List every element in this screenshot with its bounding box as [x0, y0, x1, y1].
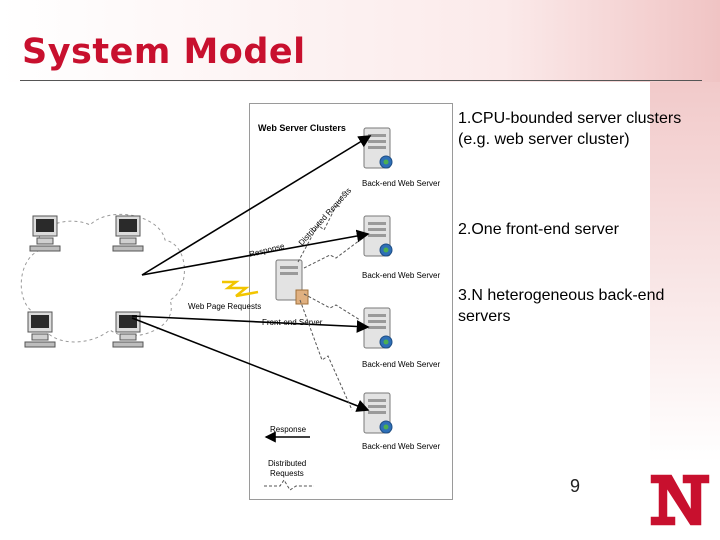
backend-server-icon — [363, 215, 393, 257]
legend-response-label: Response — [270, 425, 307, 434]
backend-label: Back-end Web Server — [362, 360, 440, 369]
backend-server-icon — [363, 307, 393, 349]
slide-title: System Model — [22, 32, 306, 72]
bullet-item: 3.N heterogeneous back-end servers — [458, 287, 665, 325]
response-arrow — [131, 315, 370, 333]
page-number: 9 — [570, 476, 581, 496]
backend-server-icon — [363, 392, 393, 434]
response-arrow — [141, 135, 372, 276]
title-underline — [20, 80, 702, 81]
title-bar — [0, 0, 720, 82]
distributed-request-line — [297, 189, 345, 263]
client-pc-icon — [112, 311, 144, 348]
frontend-server-icon — [275, 259, 309, 305]
legend-distributed-line — [264, 479, 314, 491]
response-label: Response — [248, 241, 286, 259]
backend-label: Back-end Web Server — [362, 179, 440, 188]
university-logo-icon — [649, 473, 711, 527]
client-pc-icon — [112, 215, 144, 252]
backend-label: Back-end Web Server — [362, 442, 440, 451]
diagram-frame — [249, 103, 453, 500]
backend-label: Back-end Web Server — [362, 271, 440, 280]
web-page-requests-label: Web Page Requests — [188, 302, 261, 311]
bullet-item: 2.One front-end server — [458, 221, 619, 238]
lightning-bolt — [222, 280, 259, 298]
distributed-request-line — [303, 239, 361, 269]
backend-server-icon — [363, 127, 393, 169]
response-arrow — [141, 229, 370, 276]
response-arrow — [131, 317, 370, 412]
bullet-item: 1.CPU-bounded server clusters (e.g. web … — [458, 110, 682, 148]
distributed-request-line — [299, 299, 353, 411]
client-pc-icon — [29, 215, 61, 252]
cluster-label: Web Server Clusters — [258, 123, 346, 133]
frontend-label: Front-end Server — [262, 318, 323, 327]
distributed-request-line — [303, 293, 361, 321]
client-pc-icon — [24, 311, 56, 348]
legend-distributed-label: Distributed — [268, 459, 306, 468]
decorative-band — [650, 82, 720, 462]
legend-requests-label: Requests — [270, 469, 304, 478]
